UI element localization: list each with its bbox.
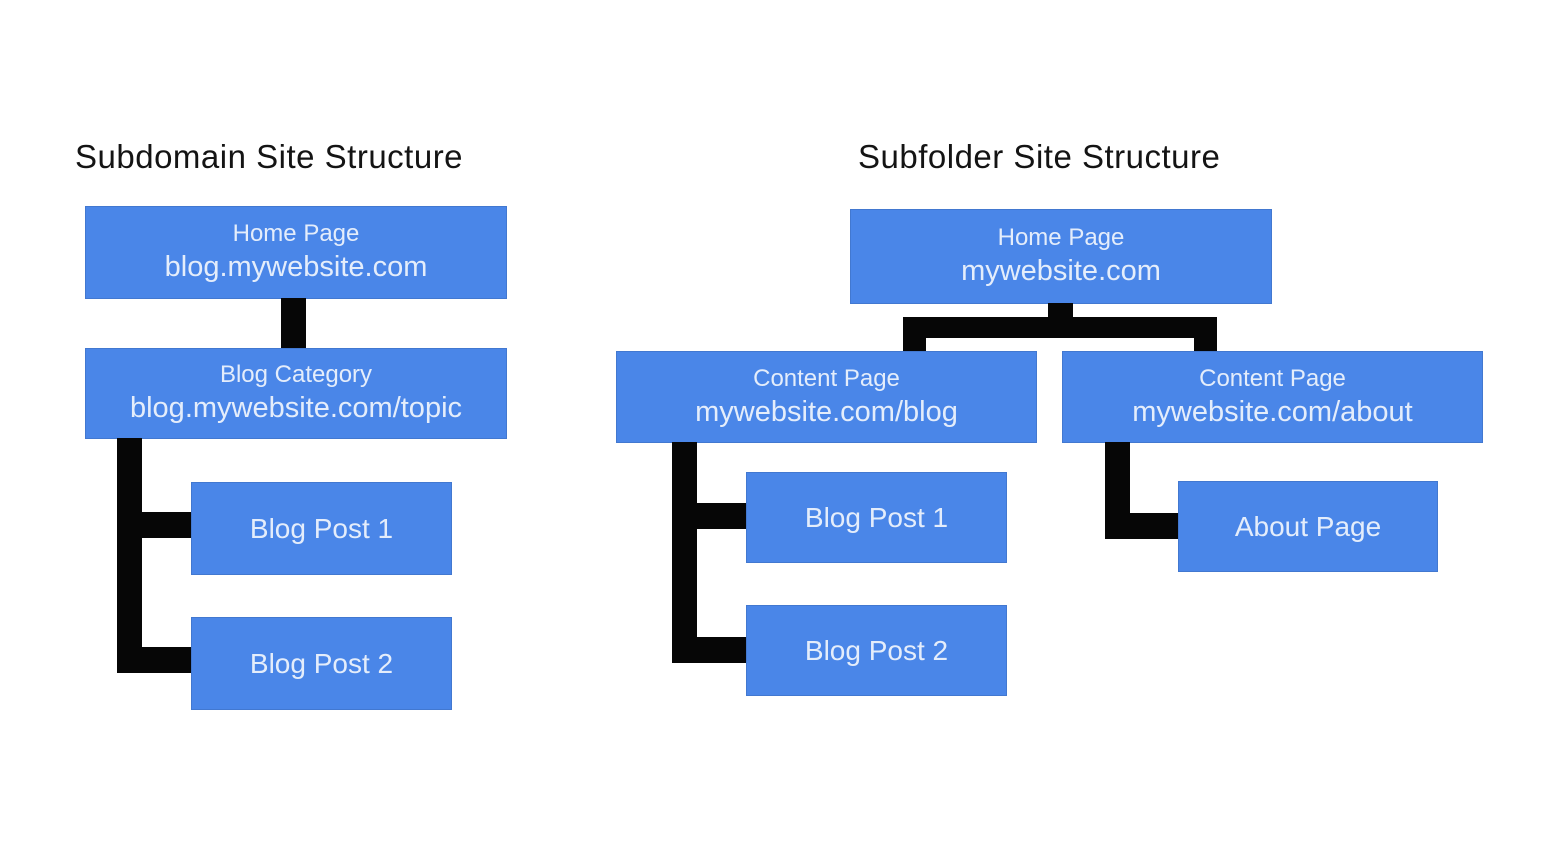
node-url: blog.mywebsite.com/topic — [129, 392, 463, 425]
connector-subdomain-home-to-category — [281, 298, 306, 349]
connector-subdomain-to-post1 — [117, 512, 193, 538]
subdomain-blog-post-1-node: Blog Post 1 — [191, 482, 452, 575]
subfolder-home-page-node: Home Page mywebsite.com — [850, 209, 1272, 304]
node-label: Blog Post 1 — [804, 502, 949, 533]
connector-subdomain-category-trunk — [117, 438, 142, 673]
node-label: Blog Category — [219, 361, 373, 389]
node-url: mywebsite.com/blog — [695, 395, 958, 428]
node-label: Home Page — [232, 220, 360, 248]
node-label: Blog Post 2 — [249, 648, 394, 679]
node-url: mywebsite.com/about — [1132, 395, 1413, 428]
subfolder-blog-post-2-node: Blog Post 2 — [746, 605, 1007, 696]
connector-subfolder-to-post1 — [672, 503, 746, 529]
subfolder-diagram-title: Subfolder Site Structure — [858, 138, 1221, 175]
connector-subfolder-blog-trunk — [672, 442, 697, 663]
connector-subfolder-horizontal-bar — [903, 317, 1217, 338]
node-label: Home Page — [997, 224, 1125, 252]
node-label: Content Page — [753, 364, 900, 392]
subfolder-content-about-node: Content Page mywebsite.com/about — [1062, 351, 1483, 443]
node-label: Blog Post 2 — [804, 635, 949, 666]
node-label: Blog Post 1 — [249, 513, 394, 544]
subfolder-about-page-node: About Page — [1178, 481, 1438, 572]
connector-subfolder-left-drop — [903, 336, 926, 352]
subfolder-blog-post-1-node: Blog Post 1 — [746, 472, 1007, 563]
subdomain-home-page-node: Home Page blog.mywebsite.com — [85, 206, 507, 299]
node-url: mywebsite.com — [961, 255, 1161, 288]
connector-subfolder-home-stub — [1048, 303, 1073, 319]
subfolder-content-blog-node: Content Page mywebsite.com/blog — [616, 351, 1037, 443]
connector-subfolder-right-drop — [1194, 336, 1217, 352]
subdomain-blog-post-2-node: Blog Post 2 — [191, 617, 452, 710]
subdomain-diagram-title: Subdomain Site Structure — [75, 138, 464, 175]
node-url: blog.mywebsite.com — [164, 251, 428, 284]
connector-subfolder-to-about — [1105, 513, 1178, 539]
node-label: About Page — [1234, 511, 1382, 542]
node-label: Content Page — [1199, 364, 1346, 392]
subdomain-blog-category-node: Blog Category blog.mywebsite.com/topic — [85, 348, 507, 439]
connector-subdomain-to-post2 — [117, 647, 193, 673]
connector-subfolder-to-post2 — [672, 637, 746, 663]
